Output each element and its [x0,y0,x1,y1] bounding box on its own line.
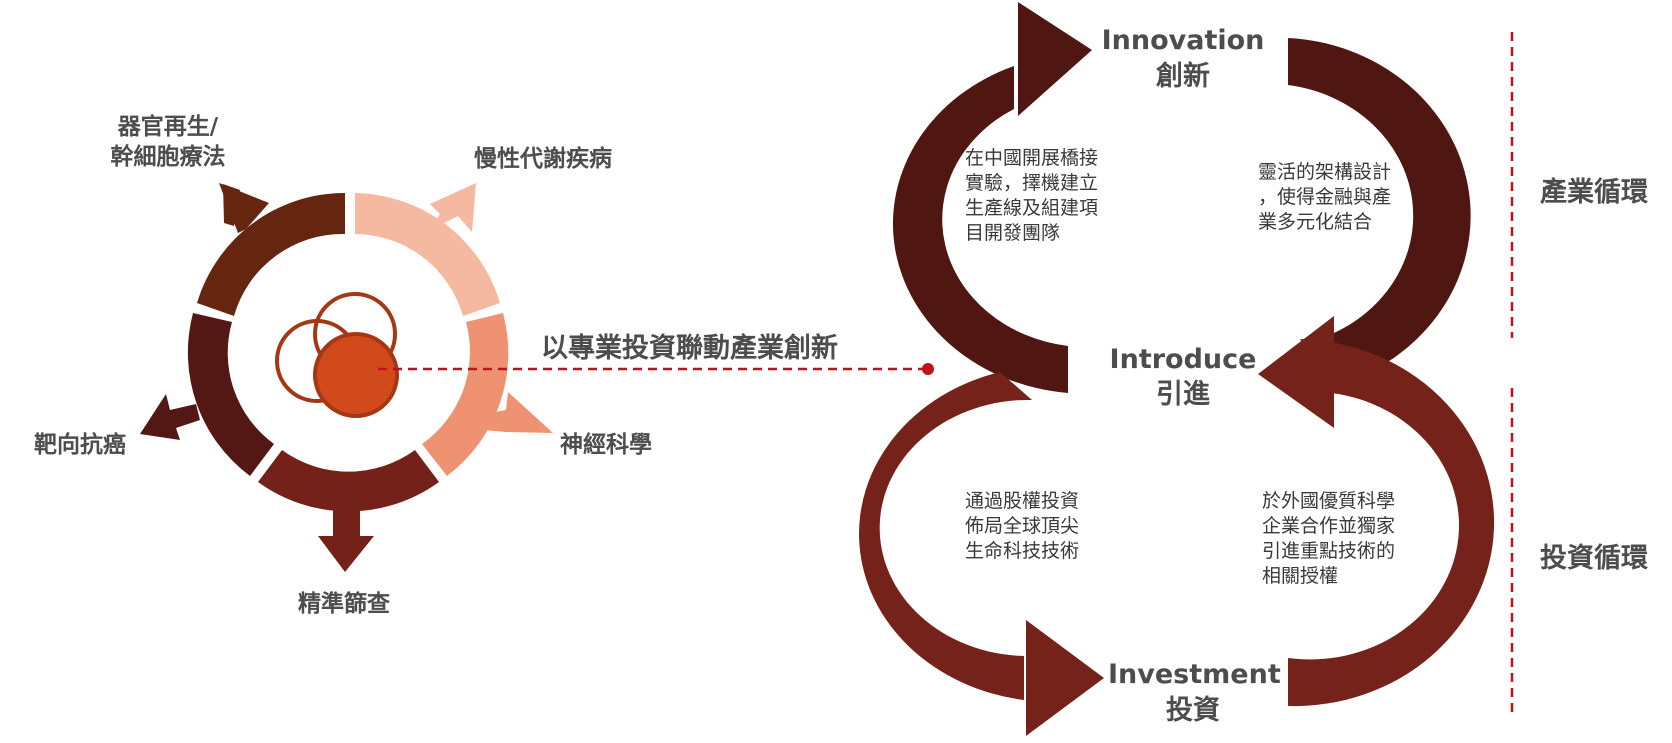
desc-top-left: 在中國開展橋接 實驗，擇機建立 生產線及組建項 目開發團隊 [965,147,1099,244]
venn-circle-main [313,332,399,418]
loop-top-left [892,66,1068,393]
loop-top-right [1288,38,1471,374]
title-introduce-zh: 引進 [1156,379,1210,410]
wheel-arrow-screening [318,500,374,572]
loop-bottom-left [859,372,1032,700]
wheel-arrow-cancer [140,394,200,440]
label-organ: 器官再生/ 幹細胞療法 [110,114,226,170]
loop-top-left-arrowhead [1018,2,1092,116]
desc-bottom-left: 通過股權投資 佈局全球頂尖 生命科技技術 [965,490,1080,562]
connector-dot [922,363,934,375]
desc-bottom-right: 於外國優質科學 企業合作並獨家 引進重點技術的 相關授權 [1262,490,1396,587]
loop-bottom-right [1288,339,1495,707]
loop-bottom-left-arrowhead [1026,620,1104,736]
wheel-segment-screening [258,450,439,512]
wheel-segment-organ [197,192,345,316]
loop-bottom-right-arrowhead [1258,316,1334,428]
wheel-arrow-neuro [484,392,553,433]
wheel-segment-metabolic [355,193,500,316]
center-label: 以專業投資聯動產業創新 [541,333,838,364]
wheel-segment-neuro [422,313,509,476]
label-cancer: 靶向抗癌 [34,432,126,458]
label-metabolic: 慢性代謝疾病 [474,146,612,172]
side-label-investment: 投資循環 [1540,543,1648,574]
title-innovation-zh: 創新 [1156,61,1210,92]
label-screening: 精準篩查 [298,591,390,617]
title-introduce-en: Introduce [1109,344,1257,375]
side-label-industry: 產業循環 [1540,177,1648,208]
wheel-arrow-metabolic [430,183,476,232]
label-neuro: 神經科學 [560,432,652,458]
cycle-loops [859,2,1495,736]
desc-top-right: 靈活的架構設計 ，使得金融與產 業多元化結合 [1258,161,1392,233]
venn-core [275,292,399,418]
title-innovation-en: Innovation [1101,25,1265,56]
wheel-arrow-organ-stem [223,184,240,226]
title-investment-en: Investment [1108,659,1281,690]
wheel-segment-cancer [187,313,274,476]
wheel [140,183,553,572]
title-investment-zh: 投資 [1166,695,1220,726]
